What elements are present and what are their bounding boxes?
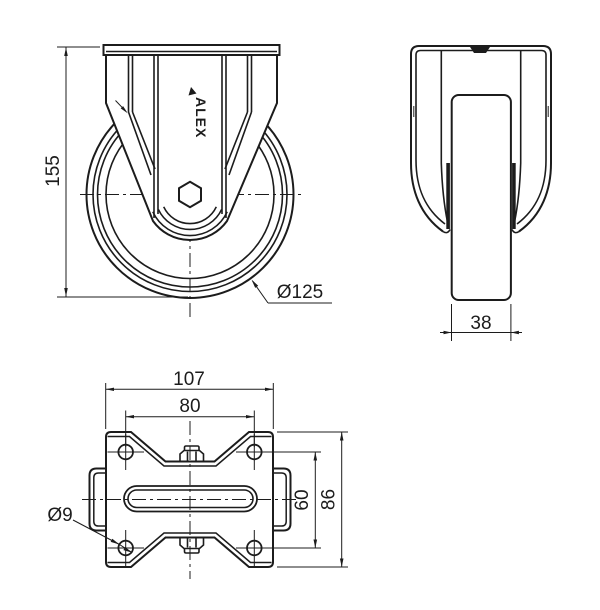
side-view: 38 — [410, 45, 552, 341]
fork-leader-arrow-icon — [120, 106, 128, 114]
dim-60-label: 60 — [292, 489, 313, 510]
dim-60: 60 — [292, 452, 318, 548]
front-axle-hex-nut — [178, 180, 202, 209]
dim-38: 38 — [440, 304, 522, 341]
dim-80: 80 — [125, 396, 255, 447]
logo-arrow-icon — [188, 87, 197, 96]
side-plate-notch — [470, 47, 490, 53]
kingpin-nut-top — [179, 449, 205, 462]
dim-80-label: 80 — [179, 396, 200, 417]
dim-9-label: Ø9 — [47, 505, 72, 526]
dim-38-label: 38 — [470, 313, 491, 334]
dim-86: 86 — [277, 431, 348, 568]
side-wheel — [450, 94, 512, 301]
plate-view: 107 80 60 86 — [47, 369, 348, 579]
brand-logo: ALEX — [193, 97, 209, 138]
dim-155-label: 155 — [43, 155, 64, 187]
front-view: ALEX 155 Ø125 — [43, 44, 332, 318]
front-fork: ALEX — [102, 44, 281, 242]
dim-wheel-diameter: Ø125 — [251, 279, 332, 304]
dim-86-label: 86 — [319, 489, 340, 510]
dim-hole-diameter: Ø9 — [47, 505, 133, 554]
fork-leader-line — [115, 100, 123, 109]
dim-107: 107 — [105, 369, 274, 429]
dim-107-label: 107 — [173, 369, 205, 390]
dim-155: 155 — [43, 46, 188, 298]
dim-125-label: Ø125 — [277, 282, 323, 303]
kingpin-nut-bottom — [179, 537, 205, 550]
